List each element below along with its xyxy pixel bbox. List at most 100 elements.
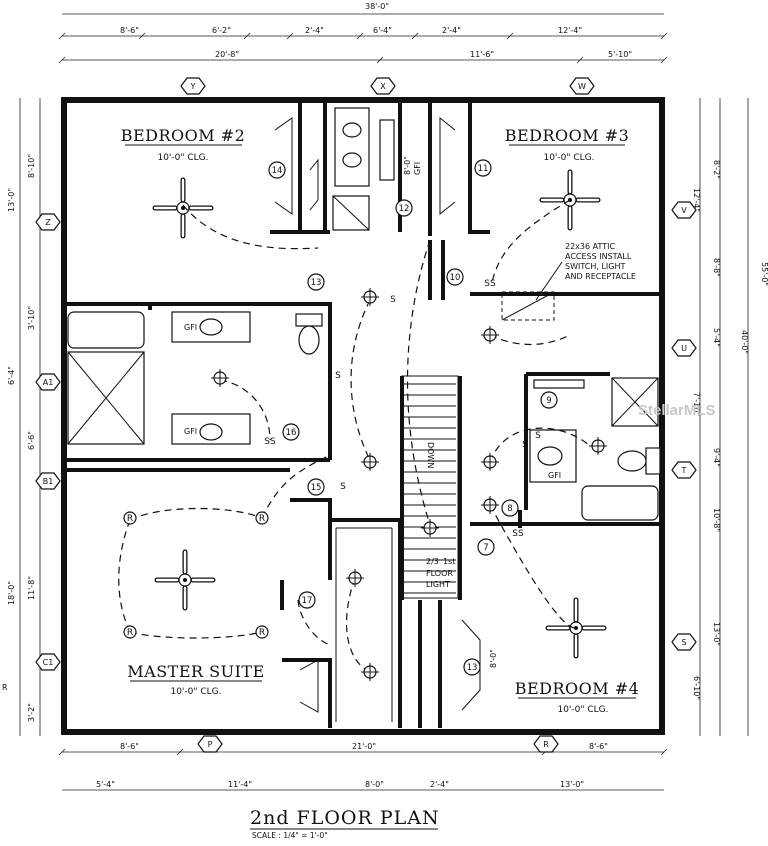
right-dim-3: 8'-8" [712, 258, 721, 277]
switch-symbols: S S S S SS SS SS S [264, 279, 541, 539]
left-dim-4: 6'-4" [7, 366, 16, 385]
tag-12: 12 [399, 204, 410, 214]
interior-dim-1: 8'-0" [403, 156, 412, 175]
left-dim-3: 3'-10" [27, 306, 36, 330]
top-dim-2: 6'-2" [212, 26, 231, 35]
svg-text:R: R [543, 740, 549, 749]
svg-text:R: R [127, 514, 133, 524]
bottom-dim-1: 8'-6" [120, 742, 139, 751]
grid-bubble-bottom-r: R [533, 735, 559, 753]
ceiling-fan-icon [545, 597, 607, 659]
svg-text:X: X [380, 82, 386, 91]
drawing-title: 2nd FLOOR PLAN [250, 807, 440, 829]
svg-text:SS: SS [484, 279, 496, 289]
light-fixture-icon [589, 437, 607, 455]
room-ceiling-bedroom-3: 10'-0" CLG. [543, 153, 594, 163]
grid-bubble-left-a1: A1 [35, 373, 61, 391]
svg-text:Z: Z [45, 218, 51, 227]
svg-text:S: S [340, 482, 346, 492]
ceiling-fan-icon [152, 177, 214, 239]
stair-down-label: DOWN [426, 442, 435, 468]
bottom-dim-6: 8'-0" [365, 780, 384, 789]
grid-bubble-left-b1: B1 [35, 472, 61, 490]
door-tags: 14 12 11 13 10 16 15 17 9 8 7 13 [268, 159, 558, 676]
light-fixture-icon [421, 519, 439, 537]
grid-bubble-top-x: X [370, 77, 396, 95]
overall-width-dim: 38'-0" [365, 2, 389, 11]
receptacle-markers: R R R R [123, 511, 269, 639]
light-fixture-icon [211, 369, 229, 387]
svg-text:S: S [535, 431, 541, 441]
svg-text:1st: 1st [443, 557, 455, 566]
overall-depth-dim: 40'-0" [740, 330, 749, 354]
left-dim-2: 13'-0" [7, 188, 16, 212]
floor-light-note: 2/3 1st FLOOR LIGHT [426, 557, 455, 589]
svg-text:P: P [208, 740, 213, 749]
tag-13a: 13 [311, 278, 322, 288]
left-dim-7: 11'-8" [27, 576, 36, 600]
right-dim-9: 6'-10" [692, 676, 701, 700]
right-dim-2: 12'-4" [692, 188, 701, 212]
room-name-master-suite: MASTER SUITE [127, 662, 265, 681]
interior-dim-2: 8'-0" [489, 649, 498, 668]
left-dim-5: 6'-6" [27, 431, 36, 450]
light-fixture-icon [346, 569, 364, 587]
svg-text:A1: A1 [43, 378, 54, 387]
left-dim-8: 3'-2" [27, 703, 36, 722]
watermark: StellarMLS [638, 402, 716, 419]
svg-text:T: T [681, 466, 687, 475]
grid-bubble-top-w: W [569, 77, 595, 95]
room-ceiling-bedroom-4: 10'-0" CLG. [557, 705, 608, 715]
svg-text:SS: SS [512, 529, 524, 539]
tag-9: 9 [546, 396, 551, 406]
svg-text:R: R [259, 514, 265, 524]
grid-bubble-right-s: S [671, 633, 697, 651]
grid-bubbles: Y X W P R Z A1 B1 C1 V U T S [35, 77, 697, 753]
svg-text:ACCESS INSTALL: ACCESS INSTALL [565, 252, 632, 261]
room-name-bedroom-4: BEDROOM #4 [515, 679, 640, 698]
gfi-label-4: GFI [413, 162, 422, 175]
ceiling-fan-icon [154, 549, 216, 611]
svg-text:B1: B1 [43, 477, 54, 486]
tag-17: 17 [302, 596, 313, 606]
bottom-dim-3: 8'-6" [589, 742, 608, 751]
tag-13b: 13 [467, 663, 478, 673]
svg-text:Y: Y [190, 82, 196, 91]
svg-text:22x36 ATTIC: 22x36 ATTIC [565, 242, 615, 251]
grid-bubble-left-z: Z [35, 213, 61, 231]
top-dim-6: 12'-4" [558, 26, 582, 35]
top-dim-4: 6'-4" [373, 26, 392, 35]
tag-10: 10 [450, 273, 461, 283]
svg-text:R: R [127, 628, 133, 638]
bottom-dim-2: 21'-0" [352, 742, 376, 751]
top-dim-5: 2'-4" [442, 26, 461, 35]
exterior-wall [61, 97, 665, 735]
dimension-lines [19, 13, 749, 791]
grid-bubble-right-t: T [671, 461, 697, 479]
light-fixture-icon [361, 453, 379, 471]
tag-15: 15 [311, 483, 322, 493]
stair-treads [404, 383, 456, 594]
grid-bubble-top-y: Y [180, 77, 206, 95]
interior-walls [64, 100, 662, 728]
svg-text:S: S [335, 371, 341, 381]
bottom-dim-4: 5'-4" [96, 780, 115, 789]
ceiling-fan-icon [539, 169, 601, 231]
grid-bubble-right-u: U [671, 339, 697, 357]
tag-11: 11 [478, 164, 489, 174]
drawing-scale: SCALE : 1/4" = 1'-0" [252, 831, 328, 840]
grid-bubble-right-v: V [671, 201, 697, 219]
attic-access-note: 22x36 ATTIC ACCESS INSTALL SWITCH, LIGHT… [535, 242, 636, 301]
svg-text:R: R [259, 628, 265, 638]
bottom-dim-5: 11'-4" [228, 780, 252, 789]
room-ceiling-master-suite: 10'-0" CLG. [170, 687, 221, 697]
top-dim-7: 20'-8" [215, 50, 239, 59]
grid-bubble-left-c1: C1 [35, 653, 61, 671]
light-fixture-icon [361, 288, 379, 306]
gfi-label-3: GFI [548, 471, 561, 480]
ceiling-lights [211, 288, 607, 681]
ceiling-fans [152, 169, 607, 659]
grid-bubble-bottom-p: P [197, 735, 223, 753]
right-dim-4: 5'-4" [712, 328, 721, 347]
